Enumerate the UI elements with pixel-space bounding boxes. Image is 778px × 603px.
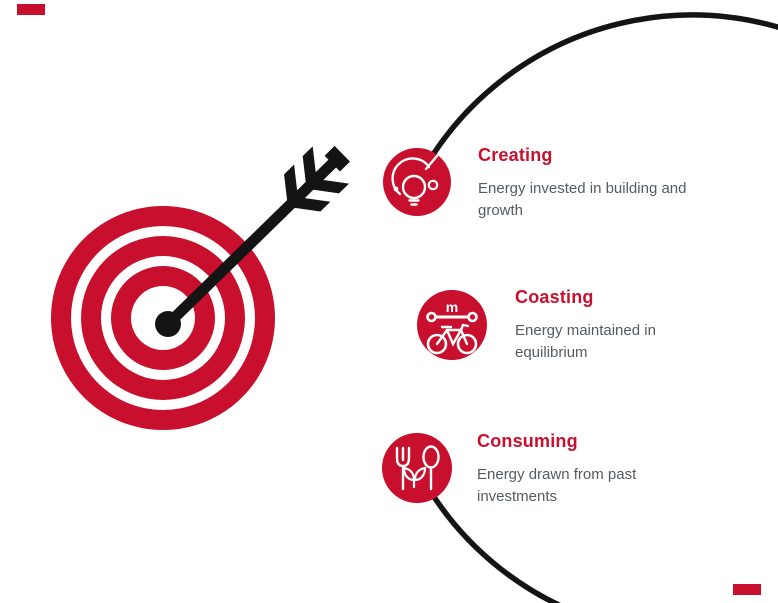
stage-description: Energy invested in building and growth	[478, 178, 686, 222]
stage-description-line: growth	[478, 202, 524, 219]
meter-letter: m	[446, 299, 458, 315]
arrow-fletching	[284, 145, 350, 212]
stage-icon-consuming	[382, 433, 452, 503]
stage-title: Coasting	[515, 287, 594, 307]
lightbulb-idea-icon	[391, 154, 439, 206]
stage-description-line: investments	[477, 488, 558, 505]
stage-block-consuming: Consuming Energy drawn from past investm…	[477, 430, 636, 508]
stage-icon-coasting: m	[417, 290, 487, 360]
arrow-tip-dot	[155, 311, 181, 337]
stage-description: Energy maintained in equilibrium	[515, 320, 656, 364]
corner-accent-top-left	[17, 4, 45, 15]
stage-icon-creating	[383, 148, 451, 216]
stage-description-line: Energy drawn from past	[477, 466, 637, 483]
fork-spoon-sprout-icon	[395, 445, 440, 491]
stage-description-line: Energy maintained in	[515, 322, 656, 339]
stage-block-creating: Creating Energy invested in building and…	[478, 144, 686, 222]
stage-description: Energy drawn from past investments	[477, 464, 636, 508]
stage-block-coasting: Coasting Energy maintained in equilibriu…	[515, 286, 656, 364]
stage-description-line: equilibrium	[515, 344, 588, 361]
bicycle-meter-icon: m	[426, 299, 478, 355]
stage-description-line: Energy invested in building and	[478, 180, 687, 197]
connector-arc	[414, 12, 778, 603]
corner-accent-bottom-right	[733, 584, 761, 595]
stage-title: Consuming	[477, 431, 578, 451]
stage-title: Creating	[478, 145, 553, 165]
arrow-icon	[155, 145, 350, 337]
